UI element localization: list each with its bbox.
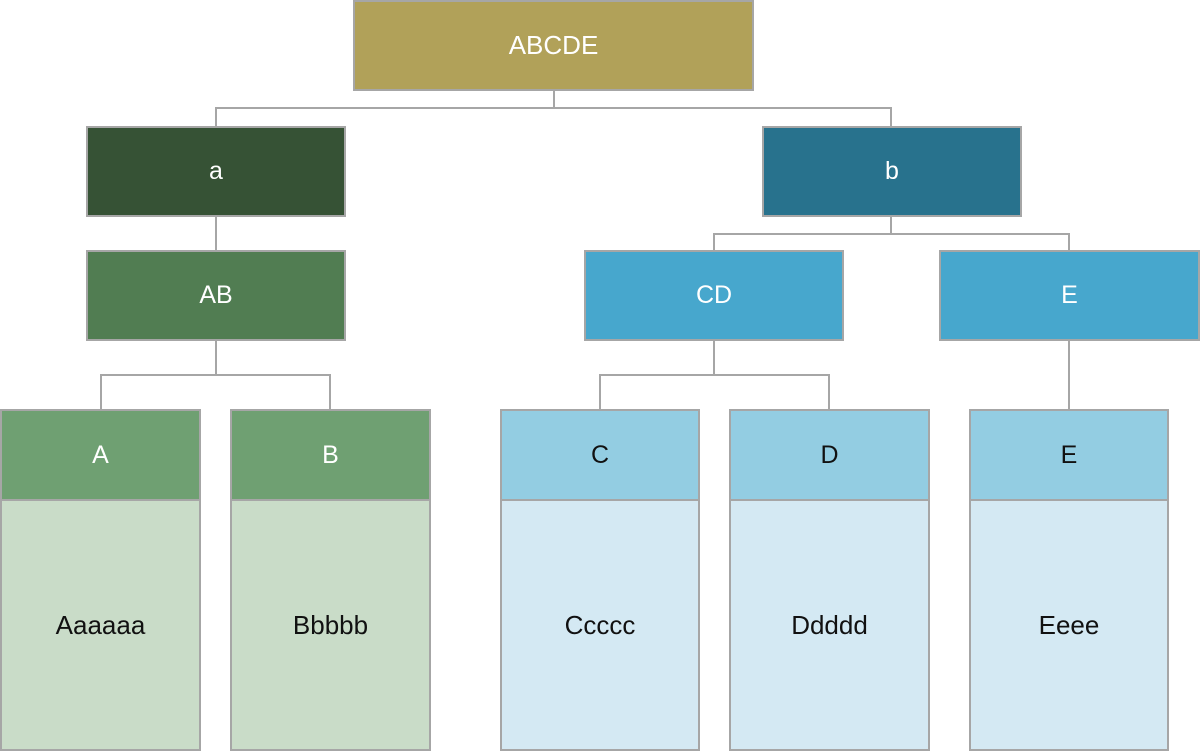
node-cd: CD: [584, 250, 844, 341]
node-leaf-c: C: [500, 409, 700, 501]
connector-root-a: [215, 90, 555, 126]
connector-b-e: [891, 233, 1070, 250]
connector-cd-d: [714, 374, 830, 410]
node-ab: AB: [86, 250, 346, 341]
detail-a: Aaaaaa: [0, 499, 201, 751]
detail-d: Ddddd: [729, 499, 930, 751]
node-root: ABCDE: [353, 0, 754, 91]
node-b: b: [762, 126, 1022, 217]
detail-c: Ccccc: [500, 499, 700, 751]
connector-ab-b: [216, 374, 331, 410]
node-leaf-a: A: [0, 409, 201, 501]
detail-e: Eeee: [969, 499, 1169, 751]
node-a: a: [86, 126, 346, 217]
connector-root-b: [554, 107, 892, 126]
node-e-group: E: [939, 250, 1200, 341]
detail-b: Bbbbb: [230, 499, 431, 751]
connector-cd-c: [599, 340, 715, 410]
connector-b-cd: [713, 216, 892, 250]
node-leaf-d: D: [729, 409, 930, 501]
node-leaf-e: E: [969, 409, 1169, 501]
node-leaf-b: B: [230, 409, 431, 501]
connector-ab-a: [100, 340, 217, 410]
